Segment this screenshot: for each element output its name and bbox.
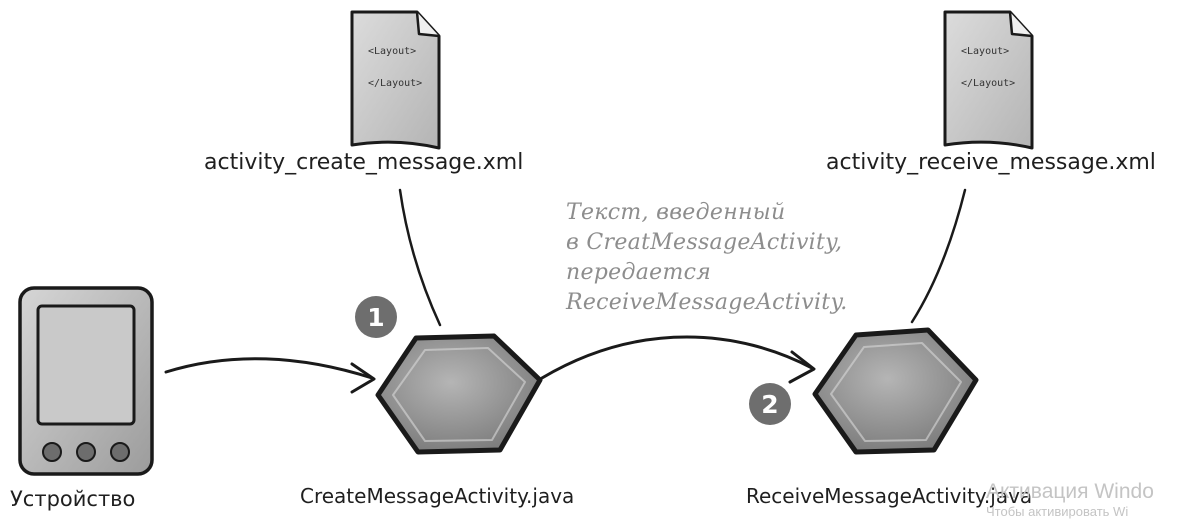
step-number-2: 2 xyxy=(761,390,778,419)
arrow-create-to-receive xyxy=(540,335,816,384)
annotation-line-2: в CreatMessageActivity, xyxy=(566,230,843,255)
message-annotation: Текст, введенный в CreatMessageActivity,… xyxy=(566,198,848,318)
create-activity-icon xyxy=(375,333,543,455)
connector-create-layout xyxy=(398,188,442,327)
receive-layout-filename: activity_receive_message.xml xyxy=(826,150,1156,175)
doc-tag-close: </Layout> xyxy=(368,78,422,89)
step-badge-1: 1 xyxy=(355,296,397,338)
create-activity-label: CreateMessageActivity.java xyxy=(300,484,575,508)
doc-tag-close: </Layout> xyxy=(961,78,1015,89)
receive-activity-label: ReceiveMessageActivity.java xyxy=(746,484,1033,508)
arrow-device-to-create xyxy=(164,357,376,394)
doc-tag-open: <Layout> xyxy=(961,46,1009,57)
doc-tag-open: <Layout> xyxy=(368,46,416,57)
annotation-line-1: Текст, введенный xyxy=(566,200,786,225)
layout-document-icon-receive: <Layout> </Layout> xyxy=(943,10,1034,150)
connector-receive-layout xyxy=(910,188,967,324)
create-layout-filename: activity_create_message.xml xyxy=(204,150,524,175)
activation-watermark-subtitle: Чтобы активировать Wi xyxy=(986,504,1129,519)
device-label: Устройство xyxy=(10,487,136,511)
receive-activity-icon xyxy=(812,327,979,455)
annotation-line-4: ReceiveMessageActivity. xyxy=(566,290,848,315)
step-number-1: 1 xyxy=(367,303,384,332)
step-badge-2: 2 xyxy=(749,383,791,425)
activation-watermark-title: Активация Windo xyxy=(986,480,1154,503)
device-icon xyxy=(18,286,154,476)
annotation-line-3: передается xyxy=(566,260,712,285)
layout-document-icon-create: <Layout> </Layout> xyxy=(350,10,441,150)
